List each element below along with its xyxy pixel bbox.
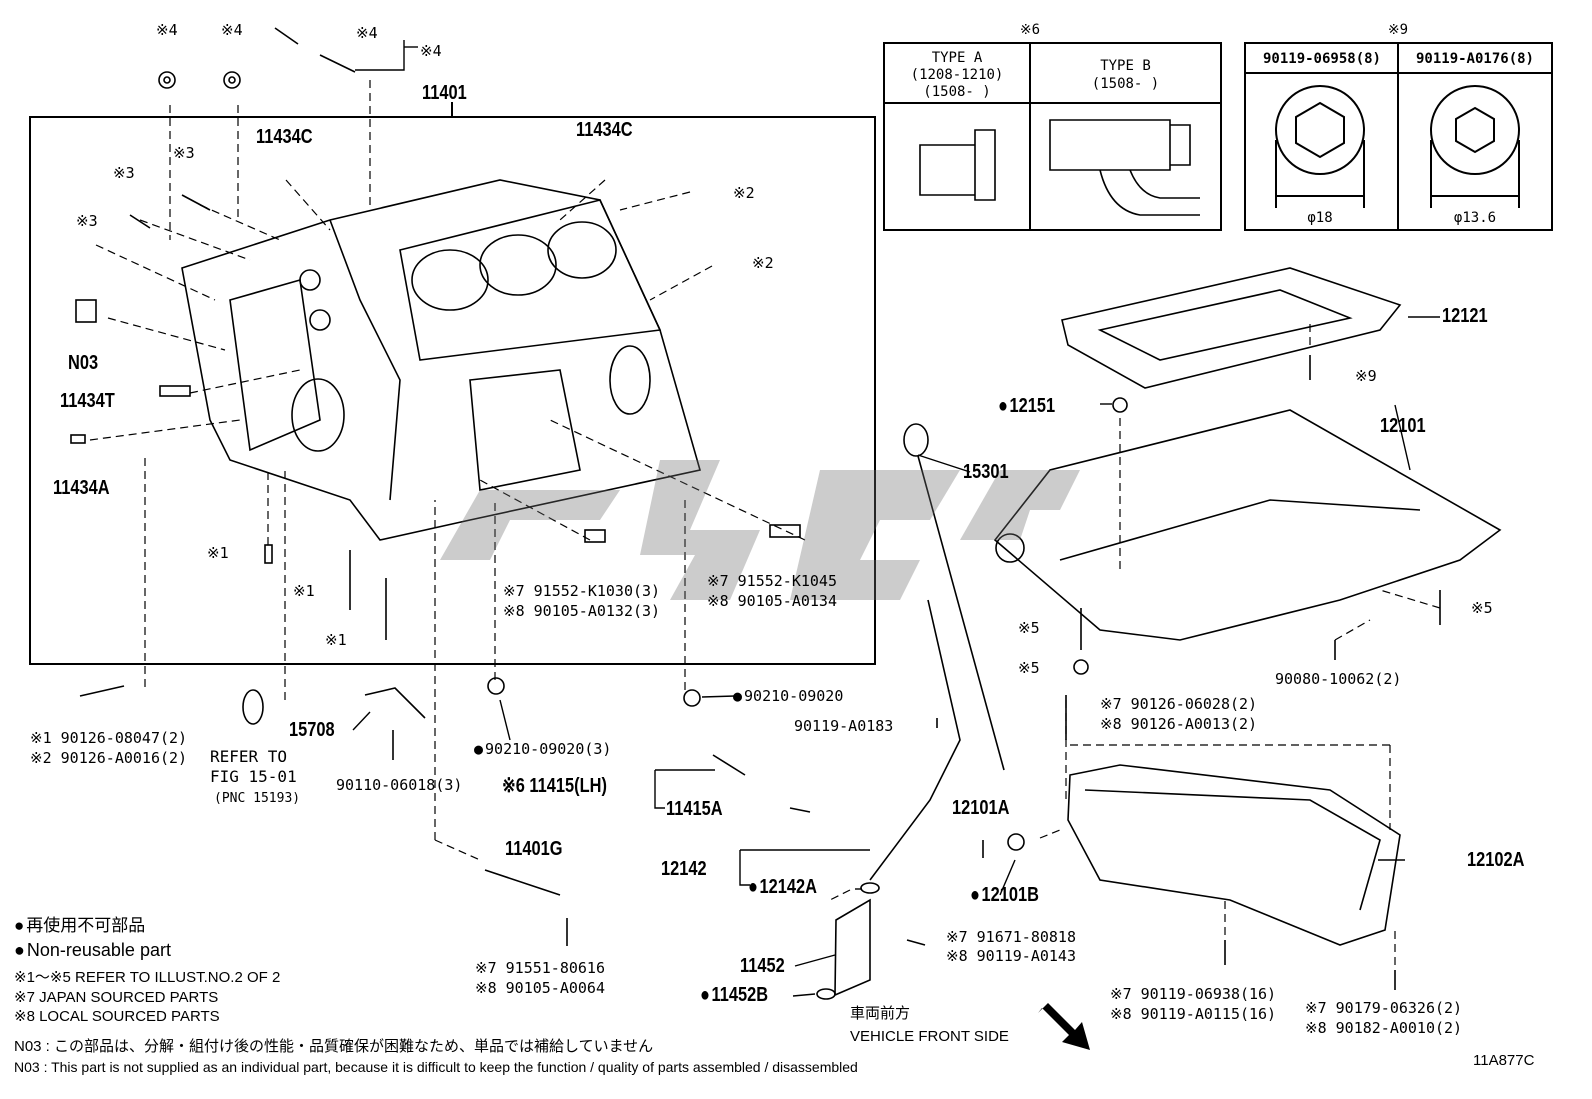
label-12151: 12151	[998, 395, 1056, 417]
front-arrow	[1038, 1003, 1090, 1050]
table9-dim2: φ13.6	[1453, 210, 1497, 226]
label-12101b: 12101B	[970, 884, 1039, 906]
ref-1-c: ※1	[325, 631, 347, 649]
ref-1-a: ※1	[207, 544, 229, 562]
pn-90126-06028: ※7 90126-06028(2)	[1100, 695, 1258, 713]
pn-90119-a0143: ※8 90119-A0143	[946, 947, 1076, 965]
ref-2-b: ※2	[752, 254, 774, 272]
label-12142a: 12142A	[748, 876, 817, 898]
legend-n03-jp: N03 : この部品は、分解・組付け後の性能・品質確保が困難なため、単品では補給…	[14, 1038, 654, 1055]
pn-90110-06018: 90110-06018(3)	[336, 776, 463, 794]
label-11434a: 11434A	[53, 477, 110, 499]
ref-5-c: ※5	[1471, 599, 1493, 617]
pn-90126-a0016: ※2 90126-A0016(2)	[30, 749, 188, 767]
pn-91551-80616: ※7 91551-80616	[475, 959, 605, 977]
legend-note-8: ※8 LOCAL SOURCED PARTS	[14, 1008, 220, 1025]
legend-n03-en: N03 : This part is not supplied as an in…	[14, 1059, 858, 1075]
pn-90210-09020: 90210-09020	[733, 688, 843, 705]
ref-3-b: ※3	[113, 164, 135, 182]
ref-5-a: ※5	[1018, 619, 1040, 637]
legend-note-7: ※7 JAPAN SOURCED PARTS	[14, 989, 219, 1006]
ref-9: ※9	[1355, 367, 1377, 385]
pn-90126-08047: ※1 90126-08047(2)	[30, 729, 188, 747]
label-11452: 11452	[740, 955, 785, 977]
refer-to-line1: REFER TO	[210, 747, 288, 766]
label-n03: N03	[68, 352, 99, 374]
ref-4-c: ※4	[356, 24, 378, 42]
ref-1-b: ※1	[293, 582, 315, 600]
dipstick-drawing	[834, 423, 1005, 997]
lower-crankcase-drawing	[993, 267, 1502, 946]
pn-90105-a0132: ※8 90105-A0132(3)	[503, 602, 661, 620]
front-label-jp: 車両前方	[850, 1005, 911, 1022]
label-11434t: 11434T	[60, 390, 115, 412]
ref-2-a: ※2	[733, 184, 755, 202]
legend-nonreusable-jp: 再使用不可部品	[14, 917, 145, 934]
pn-90210-09020-3: 90210-09020(3)	[474, 741, 611, 758]
label-11401g: 11401G	[505, 838, 563, 860]
watermark	[440, 460, 1080, 600]
legend-note-1-5: ※1～※5 REFER TO ILLUST.NO.2 OF 2	[14, 969, 281, 986]
pn-90126-a0013: ※8 90126-A0013(2)	[1100, 715, 1258, 733]
pn-90119-06938: ※7 90119-06938(16)	[1110, 985, 1277, 1003]
pn-90119-a0115: ※8 90119-A0115(16)	[1110, 1005, 1277, 1023]
pn-90119-a0183: 90119-A0183	[794, 717, 894, 735]
table6-type-a-range2: (1508- )	[923, 84, 991, 100]
refer-to-line2: FIG 15-01	[210, 767, 297, 786]
label-11434c-b: 11434C	[576, 119, 633, 141]
table6-type-a: TYPE A	[931, 50, 983, 66]
ref-4-d: ※4	[420, 42, 442, 60]
pn-90105-a0064: ※8 90105-A0064	[475, 979, 605, 997]
label-11434c-a: 11434C	[256, 126, 313, 148]
table9-col2: 90119-A0176(8)	[1415, 51, 1534, 67]
legend-nonreusable-en: Non-reusable part	[14, 941, 171, 959]
table6-type-b-range1: (1508- )	[1091, 76, 1160, 92]
pn-91671-80818: ※7 91671-80818	[946, 928, 1076, 946]
refer-to-line3: (PNC 15193)	[214, 791, 301, 806]
label-12101: 12101	[1380, 415, 1426, 437]
cylinder-block-drawing	[181, 179, 702, 541]
table6-type-a-range1: (1208-1210)	[910, 67, 1004, 83]
label-15708: 15708	[289, 719, 335, 741]
pn-90080-10062: 90080-10062(2)	[1275, 670, 1402, 688]
label-12121: 12121	[1442, 305, 1488, 327]
label-12101a: 12101A	[952, 797, 1010, 819]
pn-90182-a0010: ※8 90182-A0010(2)	[1305, 1019, 1463, 1037]
pn-90105-a0134: ※8 90105-A0134	[707, 592, 837, 610]
table9-col1: 90119-06958(8)	[1262, 51, 1381, 67]
ref-5-b: ※5	[1018, 659, 1040, 677]
label-15301: 15301	[963, 461, 1009, 483]
label-11452b: 11452B	[700, 984, 769, 1006]
pn-90179-06326: ※7 90179-06326(2)	[1305, 999, 1463, 1017]
table9-dim1: φ18	[1307, 210, 1333, 226]
table9-title: ※9	[1387, 22, 1409, 38]
table-type9	[1244, 42, 1553, 231]
label-11401: 11401	[422, 82, 467, 104]
label-12102a: 12102A	[1467, 849, 1525, 871]
ref-4-b: ※4	[221, 21, 243, 39]
table6-title: ※6	[1019, 22, 1041, 38]
pn-91552-k1030: ※7 91552-K1030(3)	[503, 582, 661, 600]
ref-3-c: ※3	[76, 212, 98, 230]
label-11415-lh: ※6 11415(LH)	[502, 775, 607, 797]
table-type6	[883, 42, 1222, 231]
front-label-en: VEHICLE FRONT SIDE	[850, 1028, 1009, 1045]
ref-3-a: ※3	[173, 144, 195, 162]
table6-type-b: TYPE B	[1100, 58, 1151, 74]
small-parts-drawing	[70, 27, 1441, 1000]
ref-4-a: ※4	[156, 21, 178, 39]
label-11415a: 11415A	[666, 798, 723, 820]
label-12142: 12142	[661, 858, 707, 880]
illustration-id: 11A877C	[1473, 1052, 1535, 1069]
pn-91552-k1045: ※7 91552-K1045	[707, 572, 837, 590]
